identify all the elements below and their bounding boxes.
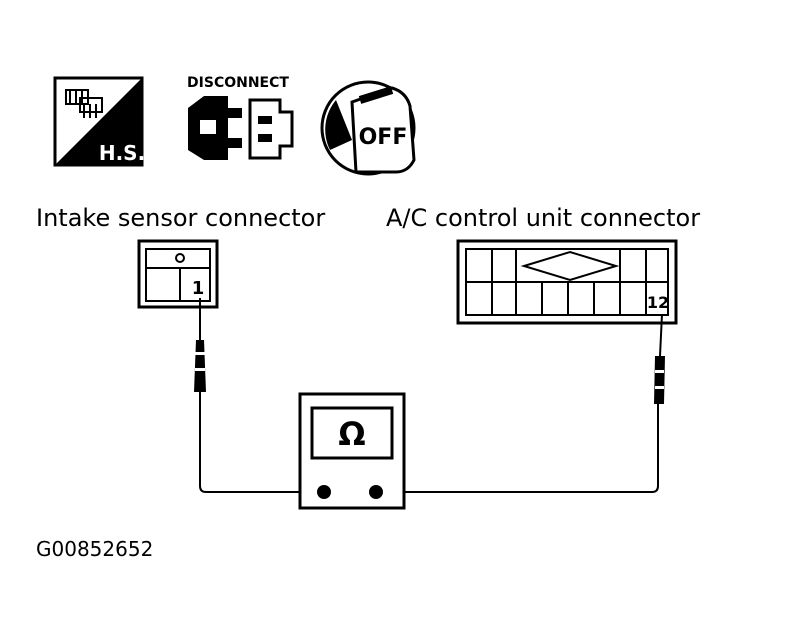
ac-terminal-number: 12 [647,293,669,312]
meter-terminal-positive [369,485,383,499]
figure-id: G00852652 [36,537,153,561]
ac-control-unit-connector: 12 [456,239,678,325]
ignition-off-icon: OFF [320,80,416,176]
intake-sensor-connector-label: Intake sensor connector [36,204,325,232]
right-test-lead [376,404,659,493]
intake-terminal-number: 1 [192,278,205,299]
off-label: OFF [359,125,408,150]
disconnect-icon: DISCONNECT [187,75,294,160]
ac-control-unit-connector-label: A/C control unit connector [386,204,700,232]
hs-icon: H.S. [53,76,145,167]
left-test-probe [194,298,206,392]
hs-label: H.S. [99,141,145,165]
meter-terminal-negative [317,485,331,499]
ohmmeter: Ω [298,392,406,510]
right-test-probe [654,313,665,404]
intake-sensor-connector: 1 [137,239,219,309]
connector-key-diamond [520,250,620,282]
harness-pictogram-icon [65,89,103,118]
left-test-lead [199,392,324,493]
disconnect-label: DISCONNECT [187,75,289,91]
ohm-symbol: Ω [338,415,365,453]
